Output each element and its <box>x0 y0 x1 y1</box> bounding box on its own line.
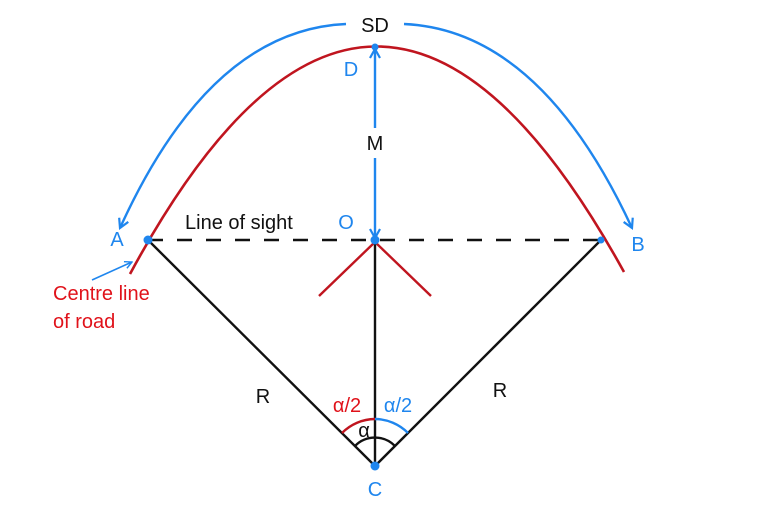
half-angle-arc-right <box>374 417 409 434</box>
point-b-dot <box>597 236 605 244</box>
tangent-left <box>318 241 376 297</box>
label-point-c: C <box>368 479 382 501</box>
radius-line-right <box>374 239 602 467</box>
point-d-dot <box>371 43 379 51</box>
label-line-of-sight: Line of sight <box>185 212 293 234</box>
label-point-d: D <box>344 59 358 81</box>
label-angle: α <box>358 420 370 442</box>
label-radius-right: R <box>493 380 507 402</box>
label-half-angle-right: α/2 <box>384 395 412 417</box>
label-middle-ordinate: M <box>367 133 384 155</box>
half-angle-arc-left <box>341 417 376 434</box>
label-road-caption-line1: Centre line <box>53 283 150 305</box>
point-a-dot <box>143 235 153 245</box>
point-o-dot <box>370 235 380 245</box>
road-pointer-arrow <box>91 262 132 281</box>
label-radius-left: R <box>256 386 270 408</box>
sight-distance-arc-right <box>403 22 632 228</box>
label-point-o: O <box>338 212 354 234</box>
label-sight-distance: SD <box>361 15 389 37</box>
label-point-b: B <box>631 234 644 256</box>
full-angle-arc <box>354 436 396 447</box>
label-point-a: A <box>110 229 124 251</box>
sight-distance-arc-left <box>120 22 347 228</box>
label-road-caption-line2: of road <box>53 311 115 333</box>
point-c-dot <box>370 461 380 471</box>
radius-line-left <box>147 239 376 467</box>
tangent-right <box>374 241 432 297</box>
label-half-angle-left: α/2 <box>333 395 361 417</box>
